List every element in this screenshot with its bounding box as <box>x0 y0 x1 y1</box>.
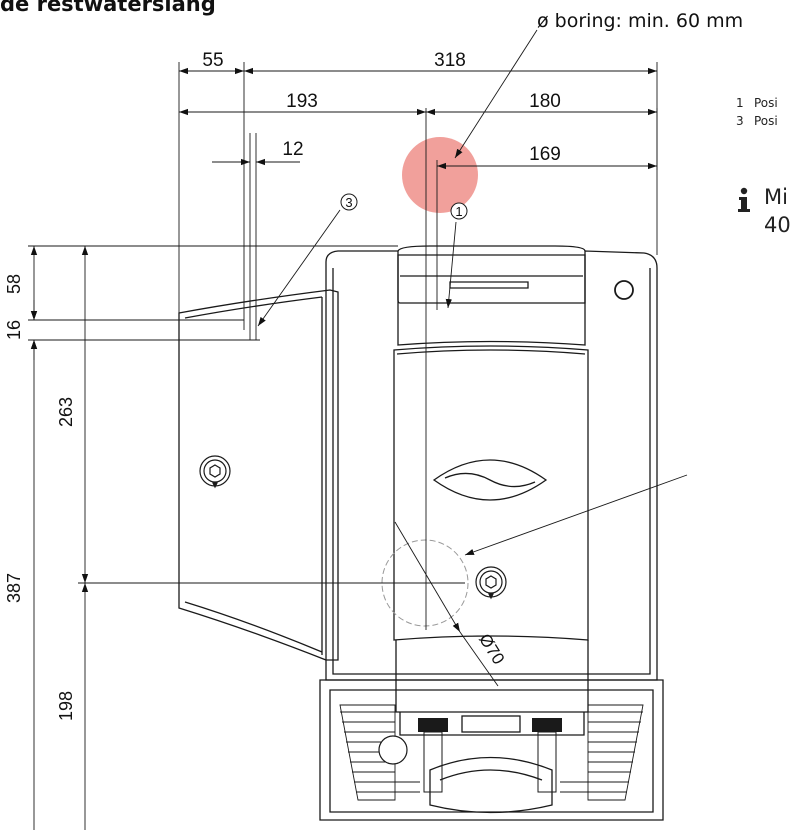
dim-263: 263 <box>56 397 76 427</box>
hex-screw-right <box>475 566 507 600</box>
callout-label-1: 1 <box>455 204 462 219</box>
hex-screw-left <box>199 455 231 489</box>
legend-item: 3 Posi <box>736 114 778 128</box>
legend-item-text: Posi <box>754 96 778 110</box>
callout-label-3: 3 <box>345 195 352 210</box>
info-icon <box>738 187 750 212</box>
dim-169: 169 <box>529 144 561 165</box>
grille-right <box>560 704 644 801</box>
legend-item-number: 3 <box>736 114 744 128</box>
bore-annotation: ø boring: min. 60 mm <box>537 10 744 32</box>
power-button <box>378 735 408 765</box>
machine-outline <box>178 245 664 821</box>
info-line-2: 40 <box>764 213 791 237</box>
spout-blocks <box>418 718 562 793</box>
dim-180: 180 <box>529 91 561 112</box>
legend-item-number: 1 <box>736 96 744 110</box>
dim-58: 58 <box>4 274 24 294</box>
highlight-spot <box>402 137 478 213</box>
info-line-1: Mi <box>764 185 788 209</box>
dim-193: 193 <box>286 91 318 112</box>
legend-item-text: Posi <box>754 114 778 128</box>
dim-318: 318 <box>434 50 466 71</box>
dim-198: 198 <box>56 691 76 721</box>
callout-circle-1 <box>450 202 468 220</box>
dim-12: 12 <box>282 139 303 160</box>
info-note: Mi 40 <box>734 183 791 239</box>
dim-16: 16 <box>4 320 24 340</box>
legend-item: 1 Posi <box>736 96 778 110</box>
callout-circle-3 <box>340 193 358 211</box>
dimension-lines <box>28 29 688 830</box>
bore-circle <box>381 539 469 627</box>
page-title: de restwaterslang <box>0 0 216 16</box>
indicator-ring <box>614 280 634 300</box>
dim-387: 387 <box>4 573 24 603</box>
dim-55: 55 <box>202 50 223 71</box>
